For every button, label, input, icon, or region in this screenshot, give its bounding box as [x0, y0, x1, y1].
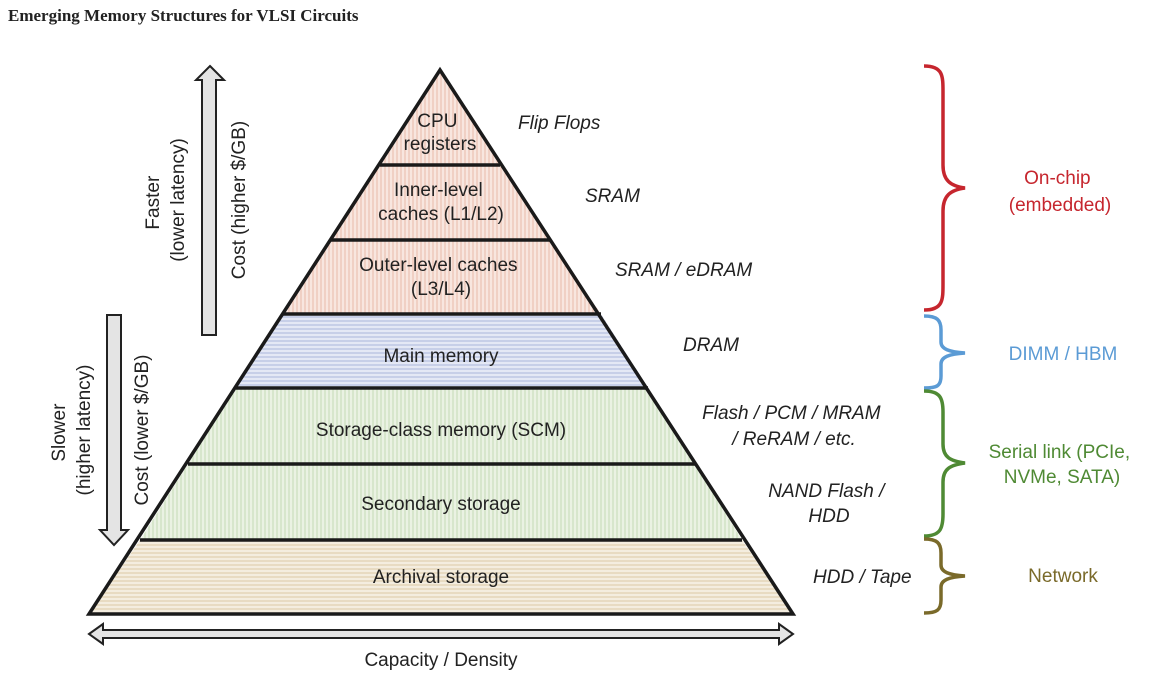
label-capacity: Capacity / Density: [364, 650, 518, 671]
label-cpu-registers: CPU registers: [404, 111, 477, 155]
group-on-chip: On-chip (embedded): [1009, 168, 1111, 216]
tech-scm: Flash / PCM / MRAM / ReRAM / etc.: [702, 403, 886, 450]
label-main-memory: Main memory: [383, 346, 499, 367]
layer-archival: [89, 540, 793, 614]
brace-network: [923, 537, 966, 615]
group-dimm-hbm: DIMM / HBM: [1009, 344, 1118, 365]
label-cost-higher: Cost (higher $/GB): [229, 121, 250, 279]
label-outer-caches: Outer-level caches (L3/L4): [359, 255, 523, 300]
layer-inner-caches: [330, 165, 550, 240]
arrow-capacity: [87, 622, 795, 646]
layer-main-memory: [236, 314, 648, 388]
group-serial-link: Serial link (PCIe, NVMe, SATA): [989, 442, 1136, 488]
pyramid-outline: [85, 66, 797, 616]
label-secondary: Secondary storage: [361, 494, 521, 515]
tech-secondary: NAND Flash / HDD: [768, 481, 889, 527]
label-scm: Storage-class memory (SCM): [316, 420, 566, 441]
layer-secondary: [140, 464, 742, 540]
figure-title: Emerging Memory Structures for VLSI Circ…: [8, 6, 359, 25]
label-archival: Archival storage: [373, 567, 509, 588]
label-cost-lower: Cost (lower $/GB): [132, 355, 153, 506]
layer-outer-caches: [282, 240, 601, 314]
arrow-down: [97, 314, 131, 547]
layer-cpu-registers: [380, 70, 500, 165]
label-faster: Faster (lower latency): [143, 138, 189, 262]
brace-dimm-hbm: [923, 314, 966, 390]
layer-scm: [188, 388, 695, 464]
brace-on-chip: [923, 64, 966, 312]
tech-inner-caches: SRAM: [585, 186, 640, 207]
tech-archival: HDD / Tape: [813, 567, 912, 588]
tech-main-memory: DRAM: [683, 335, 739, 356]
arrow-up: [193, 64, 227, 336]
group-network: Network: [1028, 566, 1098, 587]
label-inner-caches: Inner-level caches (L1/L2): [378, 180, 504, 225]
brace-serial-link: [923, 389, 966, 538]
tech-outer-caches: SRAM / eDRAM: [615, 260, 752, 281]
tech-cpu-registers: Flip Flops: [518, 113, 601, 134]
label-slower: Slower (higher latency): [49, 365, 95, 496]
